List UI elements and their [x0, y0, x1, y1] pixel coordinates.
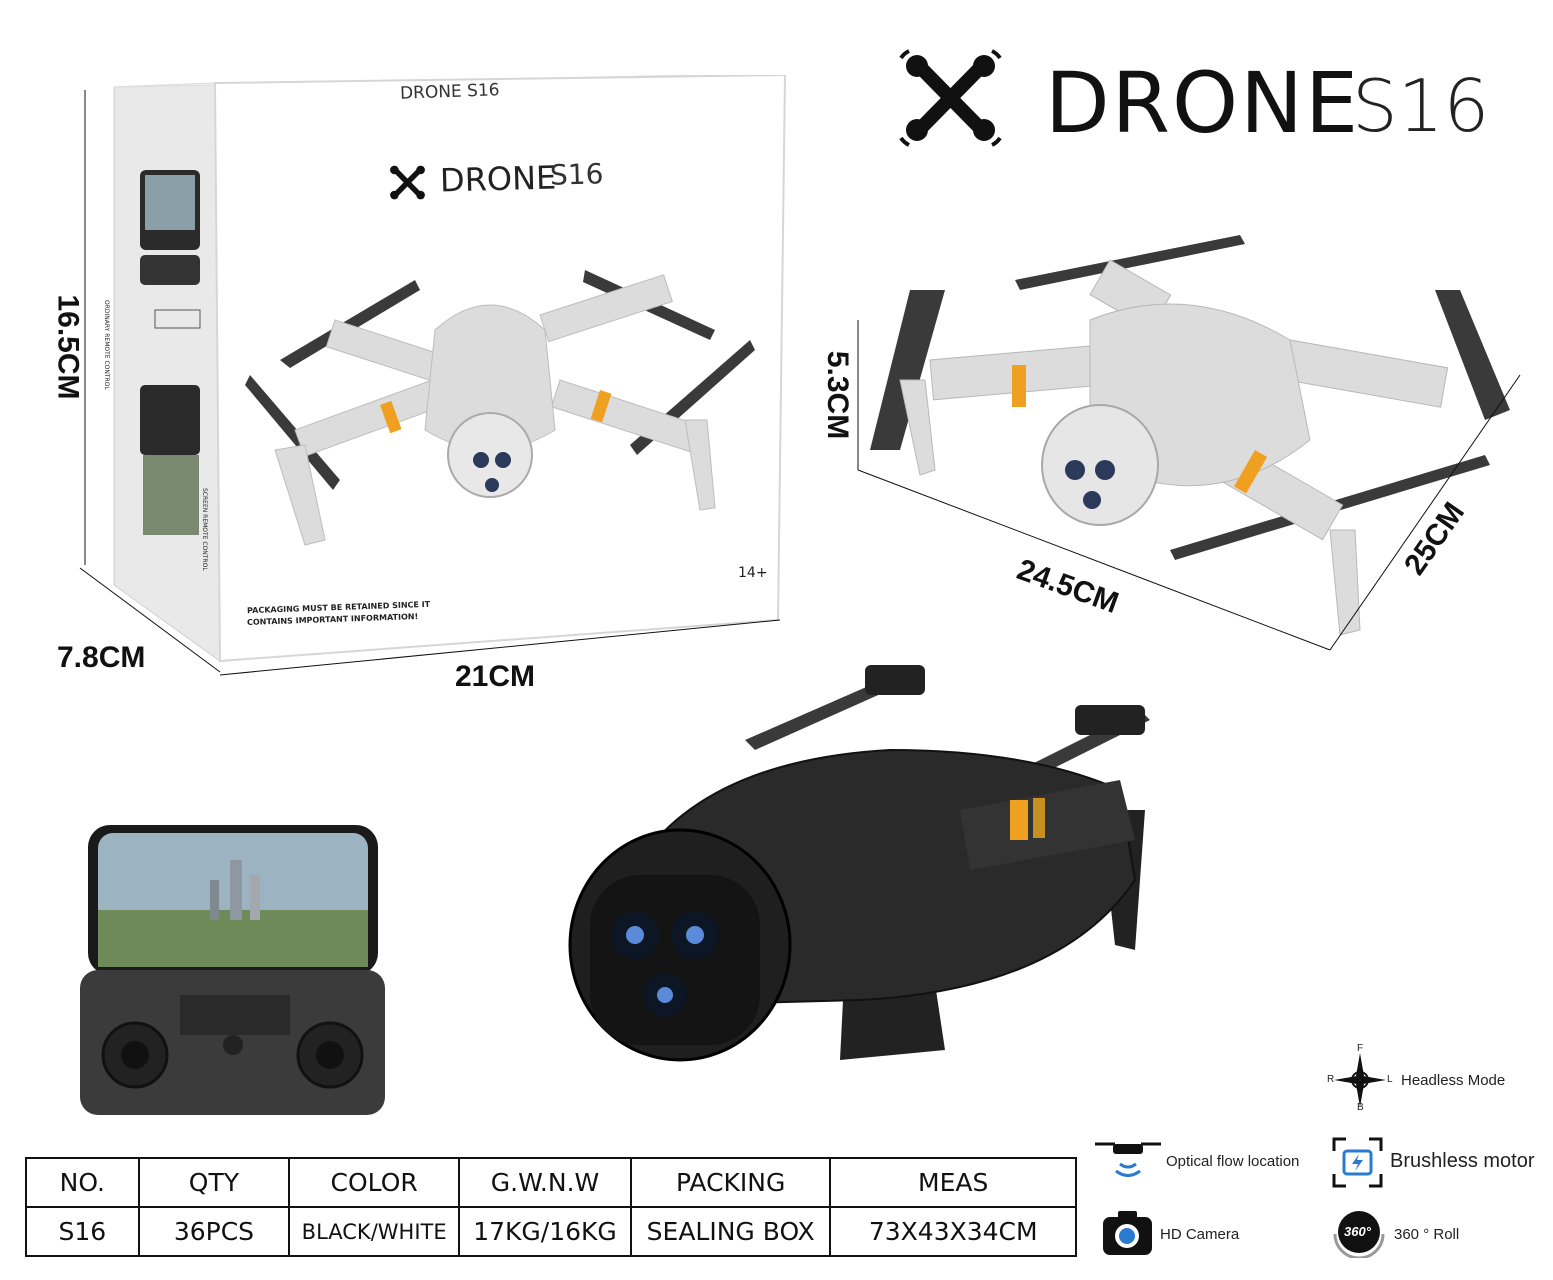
box-drone-logo-icon [385, 160, 430, 210]
spec-header-weight: G.W.N.W [458, 1157, 632, 1208]
compass-b: B [1357, 1102, 1364, 1113]
spec-header-meas: MEAS [829, 1157, 1077, 1208]
box-drone-image [245, 260, 765, 560]
compass-l: L [1387, 1074, 1393, 1085]
compass-r: R [1327, 1074, 1335, 1085]
compass-f: F [1357, 1043, 1364, 1054]
spec-value-packing: SEALING BOX [629, 1206, 832, 1257]
drone-dimension-lines [840, 320, 1540, 660]
roll-360-icon [1330, 1206, 1388, 1260]
table-row: S16 36PCS BLACK/WHITE 17KG/16KG SEALING … [25, 1206, 1077, 1257]
brand-logo [893, 48, 1008, 148]
white-drone-image [860, 230, 1520, 650]
spec-header-color: COLOR [288, 1157, 461, 1208]
spec-value-meas: 73X43X34CM [829, 1206, 1077, 1257]
compass-icon [1330, 1045, 1390, 1115]
hd-camera-icon [1100, 1208, 1155, 1258]
dim-box-depth: 7.8CM [57, 641, 146, 674]
roll-360-badge: 360° [1344, 1224, 1371, 1239]
spec-header-packing: PACKING [629, 1157, 832, 1208]
black-drone-image [560, 660, 1160, 1100]
dim-box-height: 16.5CM [51, 294, 85, 400]
brand-model: S16 [1352, 64, 1490, 148]
box-dimension-lines [0, 0, 800, 700]
spec-value-no: S16 [25, 1206, 140, 1257]
brushless-motor-label: Brushless motor [1390, 1150, 1535, 1172]
spec-table: NO. QTY COLOR G.W.N.W PACKING MEAS S16 3… [25, 1157, 1077, 1257]
spec-header-no: NO. [25, 1157, 140, 1208]
spec-value-qty: 36PCS [137, 1206, 291, 1257]
headless-mode-label: Headless Mode [1401, 1072, 1506, 1089]
remote-controller-image [80, 820, 390, 1115]
spec-header-qty: QTY [137, 1157, 291, 1208]
table-row: NO. QTY COLOR G.W.N.W PACKING MEAS [25, 1157, 1077, 1208]
optical-flow-label: Optical flow location [1166, 1153, 1300, 1170]
drone-logo-icon [899, 49, 1002, 147]
hd-camera-label: HD Camera [1160, 1226, 1240, 1243]
dim-drone-height: 5.3CM [821, 350, 855, 440]
brand-name: DRONE [1045, 54, 1361, 152]
box-age-label: 14+ [738, 565, 768, 581]
spec-value-color: BLACK/WHITE [288, 1206, 461, 1257]
dim-box-width: 21CM [455, 660, 536, 693]
spec-value-weight: 17KG/16KG [458, 1206, 632, 1257]
brushless-motor-icon [1330, 1135, 1385, 1190]
optical-flow-icon [1093, 1138, 1163, 1188]
roll-360-label: 360 ° Roll [1394, 1226, 1460, 1243]
